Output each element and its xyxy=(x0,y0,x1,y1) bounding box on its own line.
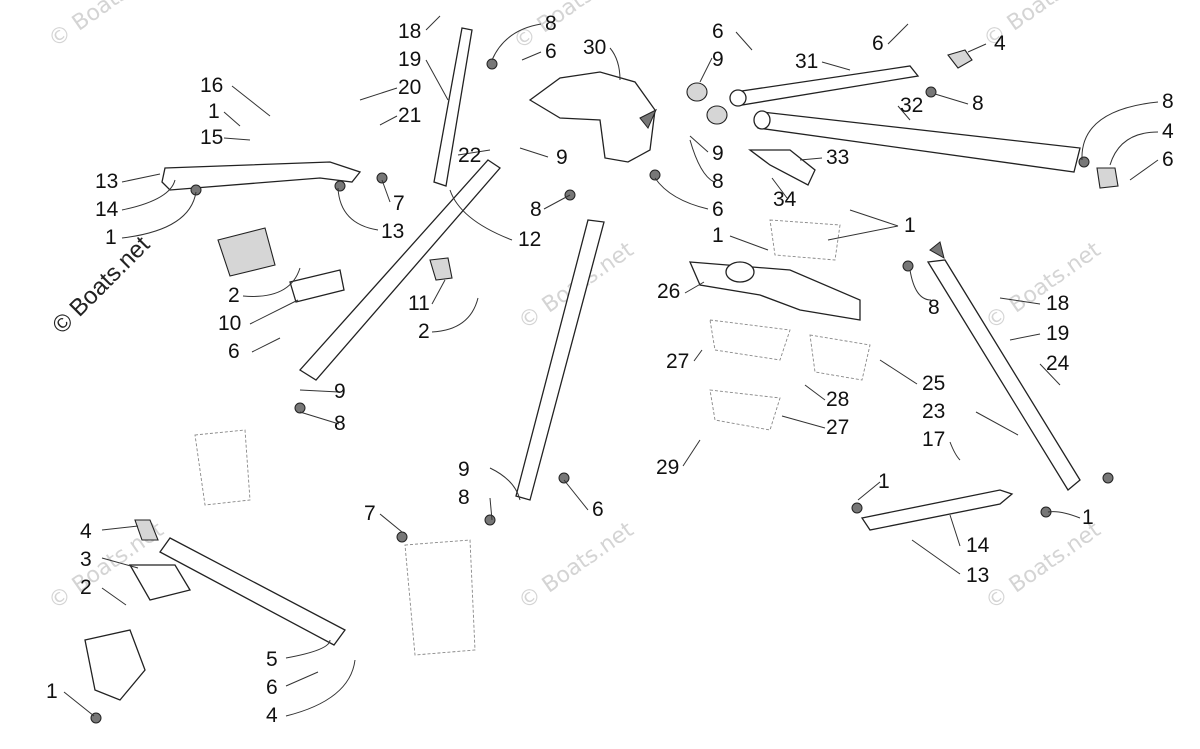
callout-18: 18 xyxy=(398,20,421,43)
callout-10: 10 xyxy=(218,312,241,335)
crossmember xyxy=(688,261,861,321)
callout-8: 8 xyxy=(545,12,557,35)
callout-16: 16 xyxy=(200,74,223,97)
callout-8: 8 xyxy=(458,486,470,509)
callout-2: 2 xyxy=(80,576,92,599)
left-upper-brace xyxy=(161,161,362,191)
callout-31: 31 xyxy=(795,50,818,73)
callout-1: 1 xyxy=(904,214,916,237)
callout-21: 21 xyxy=(398,104,421,127)
callout-32: 32 xyxy=(900,94,923,117)
callout-6: 6 xyxy=(592,498,604,521)
watermark-faint: © Boats.net xyxy=(514,517,639,615)
watermark-faint: © Boats.net xyxy=(44,0,169,53)
callout-18: 18 xyxy=(1046,292,1069,315)
callout-26: 26 xyxy=(657,280,680,303)
callout-28: 28 xyxy=(826,388,849,411)
callout-1: 1 xyxy=(105,226,117,249)
callout-8: 8 xyxy=(928,296,940,319)
watermark-faint: © Boats.net xyxy=(981,517,1106,615)
callout-13: 13 xyxy=(966,564,989,587)
callout-9: 9 xyxy=(556,146,568,169)
callout-34: 34 xyxy=(773,188,797,211)
watermark-faint: © Boats.net xyxy=(981,237,1106,335)
callout-6: 6 xyxy=(872,32,884,55)
callout-27: 27 xyxy=(826,416,849,439)
callout-23: 23 xyxy=(922,400,945,423)
callout-14: 14 xyxy=(966,534,990,557)
upper-vertical-brace xyxy=(433,27,473,187)
callout-7: 7 xyxy=(364,502,376,525)
right-lower-brace xyxy=(860,489,1014,531)
callout-9: 9 xyxy=(712,142,724,165)
callout-9: 9 xyxy=(334,380,346,403)
callout-27: 27 xyxy=(666,350,689,373)
callout-6: 6 xyxy=(545,40,557,63)
callout-19: 19 xyxy=(398,48,421,71)
callout-5: 5 xyxy=(266,648,278,671)
callout-8: 8 xyxy=(972,92,984,115)
callout-6: 6 xyxy=(228,340,240,363)
callout-4: 4 xyxy=(80,520,92,543)
callout-6: 6 xyxy=(712,198,724,221)
callout-4: 4 xyxy=(994,32,1006,55)
callout-1: 1 xyxy=(1082,506,1094,529)
callout-4: 4 xyxy=(1162,120,1174,143)
callout-12: 12 xyxy=(518,228,541,251)
callout-4: 4 xyxy=(266,704,278,727)
lower-left-tube xyxy=(159,537,346,646)
callout-8: 8 xyxy=(712,170,724,193)
left-diagonal-tube xyxy=(299,159,501,381)
callout-3: 3 xyxy=(80,548,92,571)
callout-30: 30 xyxy=(583,36,606,59)
housing-marker xyxy=(639,108,658,129)
tube-31 xyxy=(733,65,920,106)
callout-2: 2 xyxy=(228,284,240,307)
watermark-main: © Boats.net xyxy=(47,231,155,339)
callout-6: 6 xyxy=(266,676,278,699)
callout-8: 8 xyxy=(530,198,542,221)
callout-17: 17 xyxy=(922,428,945,451)
callout-6: 6 xyxy=(1162,148,1174,171)
callout-13: 13 xyxy=(95,170,118,193)
center-tube xyxy=(515,219,605,501)
callout-7: 7 xyxy=(393,192,405,215)
callout-1: 1 xyxy=(46,680,58,703)
callout-13: 13 xyxy=(381,220,404,243)
callout-9: 9 xyxy=(712,48,724,71)
callout-15: 15 xyxy=(200,126,223,149)
callout-8: 8 xyxy=(334,412,346,435)
callout-25: 25 xyxy=(922,372,945,395)
callout-1: 1 xyxy=(712,224,724,247)
callout-19: 19 xyxy=(1046,322,1069,345)
right-vertical-brace xyxy=(926,259,1081,491)
callout-9: 9 xyxy=(458,458,470,481)
callout-22: 22 xyxy=(458,144,481,167)
leader-lines xyxy=(63,15,1159,717)
callout-labels: 18 19 20 21 8 6 30 6 9 31 6 4 32 8 8 4 6… xyxy=(46,12,1174,727)
parts-artwork xyxy=(84,27,1119,724)
callout-2: 2 xyxy=(418,320,430,343)
callout-1: 1 xyxy=(878,470,890,493)
callout-14: 14 xyxy=(95,198,119,221)
callout-1: 1 xyxy=(208,100,220,123)
steering-housing xyxy=(528,71,656,163)
callout-6: 6 xyxy=(712,20,724,43)
callout-20: 20 xyxy=(398,76,421,99)
callout-29: 29 xyxy=(656,456,679,479)
callout-8: 8 xyxy=(1162,90,1174,113)
callout-11: 11 xyxy=(408,292,430,315)
callout-24: 24 xyxy=(1046,352,1070,375)
callout-33: 33 xyxy=(826,146,849,169)
